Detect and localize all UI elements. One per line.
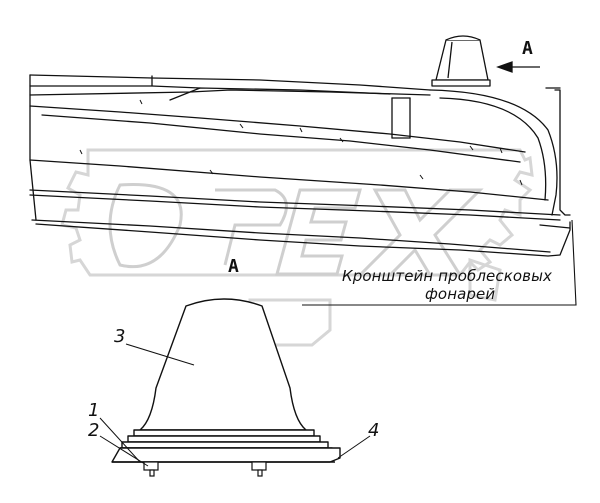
callout-4: 4 [368, 420, 380, 441]
callout-leaders [99, 343, 371, 467]
mounting-nuts [143, 461, 267, 477]
callout-1: 1 [88, 400, 100, 421]
view-arrow [496, 61, 540, 73]
beacon-detail [111, 298, 341, 463]
beacon-on-roof [431, 35, 491, 87]
caption-line-1: Кронштейн проблесковых [342, 267, 552, 285]
callout-3: 3 [114, 326, 126, 347]
cab-roof [29, 74, 571, 257]
view-arrow-label: А [522, 38, 533, 59]
watermark [60, 148, 534, 347]
detail-view-label: А [228, 256, 239, 277]
callout-2: 2 [88, 420, 100, 441]
roof-hatching [79, 99, 523, 186]
caption-line-2: фонарей [425, 285, 496, 303]
caption-leader [302, 219, 577, 306]
